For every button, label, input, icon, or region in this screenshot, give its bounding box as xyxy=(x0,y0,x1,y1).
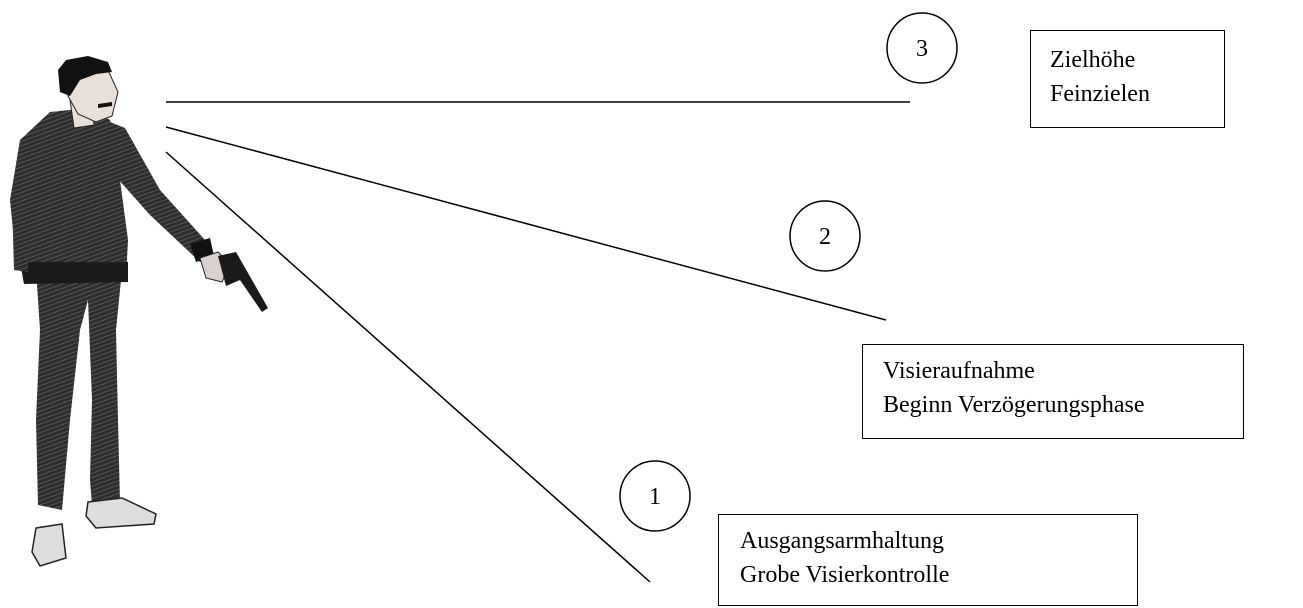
phase-number-3: 3 xyxy=(886,12,958,84)
svg-text:1: 1 xyxy=(649,484,661,510)
shooter-figure xyxy=(10,56,268,567)
phase-2-line-2: Beginn Verzögerungsphase xyxy=(883,392,1145,418)
phase-number-1: 1 xyxy=(619,460,691,532)
shooter-left-arm xyxy=(12,140,38,272)
phase-1-line-2: Grobe Visierkontrolle xyxy=(740,562,950,588)
sight-line-2 xyxy=(165,126,887,321)
svg-text:3: 3 xyxy=(916,36,928,62)
phase-3-label-box: Zielhöhe Feinzielen xyxy=(1030,30,1225,128)
shooter-mustache xyxy=(98,102,112,108)
phase-3-line-2: Feinzielen xyxy=(1050,81,1150,107)
pistol-icon xyxy=(218,252,268,312)
phase-number-2: 2 xyxy=(789,200,861,272)
phase-3-line-1: Zielhöhe xyxy=(1050,47,1136,73)
svg-text:2: 2 xyxy=(819,224,831,250)
sight-line-1 xyxy=(165,151,651,583)
phase-2-line-1: Visieraufnahme xyxy=(883,358,1035,384)
shooter-hair xyxy=(58,56,112,96)
shooter-face xyxy=(65,69,119,123)
shooter-waistband xyxy=(20,262,128,284)
shooter-shoe-right xyxy=(85,497,157,529)
shooter-legs xyxy=(36,270,122,510)
phase-1-label-box: Ausgangsarmhaltung Grobe Visierkontrolle xyxy=(718,514,1138,606)
shooter-shoe-left xyxy=(31,523,67,567)
shooter-torso xyxy=(10,108,128,278)
phase-2-label-box: Visieraufnahme Beginn Verzögerungsphase xyxy=(862,344,1244,439)
shooter-arm xyxy=(100,118,212,262)
phase-1-line-1: Ausgangsarmhaltung xyxy=(740,528,944,554)
